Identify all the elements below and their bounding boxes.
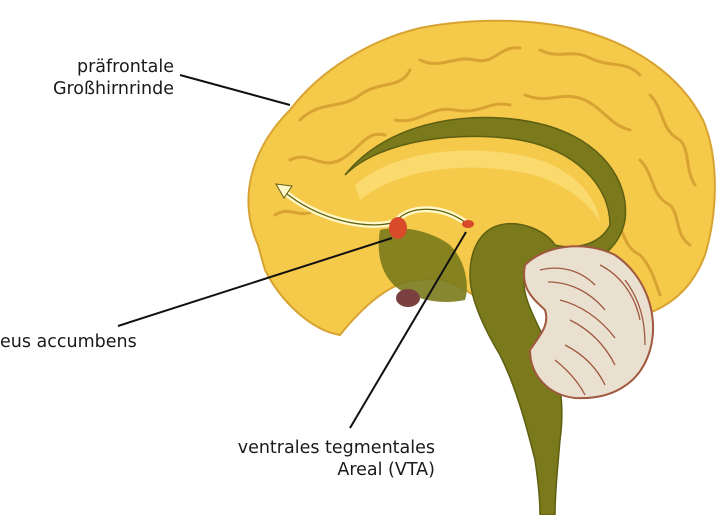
vta-spot [462,220,474,228]
nucleus-accumbens [389,217,407,239]
pituitary [396,289,420,307]
label-accumbens: eus accumbens [0,331,137,353]
label-prefrontal-line1: präfrontale [53,56,174,78]
pointer-prefrontal [180,75,290,105]
label-prefrontal: präfrontale Großhirnrinde [53,56,174,100]
label-vta: ventrales tegmentales Areal (VTA) [238,437,435,481]
label-vta-line1: ventrales tegmentales [238,437,435,459]
label-vta-line2: Areal (VTA) [238,459,435,481]
label-prefrontal-line2: Großhirnrinde [53,78,174,100]
label-accumbens-text: eus accumbens [0,331,137,353]
